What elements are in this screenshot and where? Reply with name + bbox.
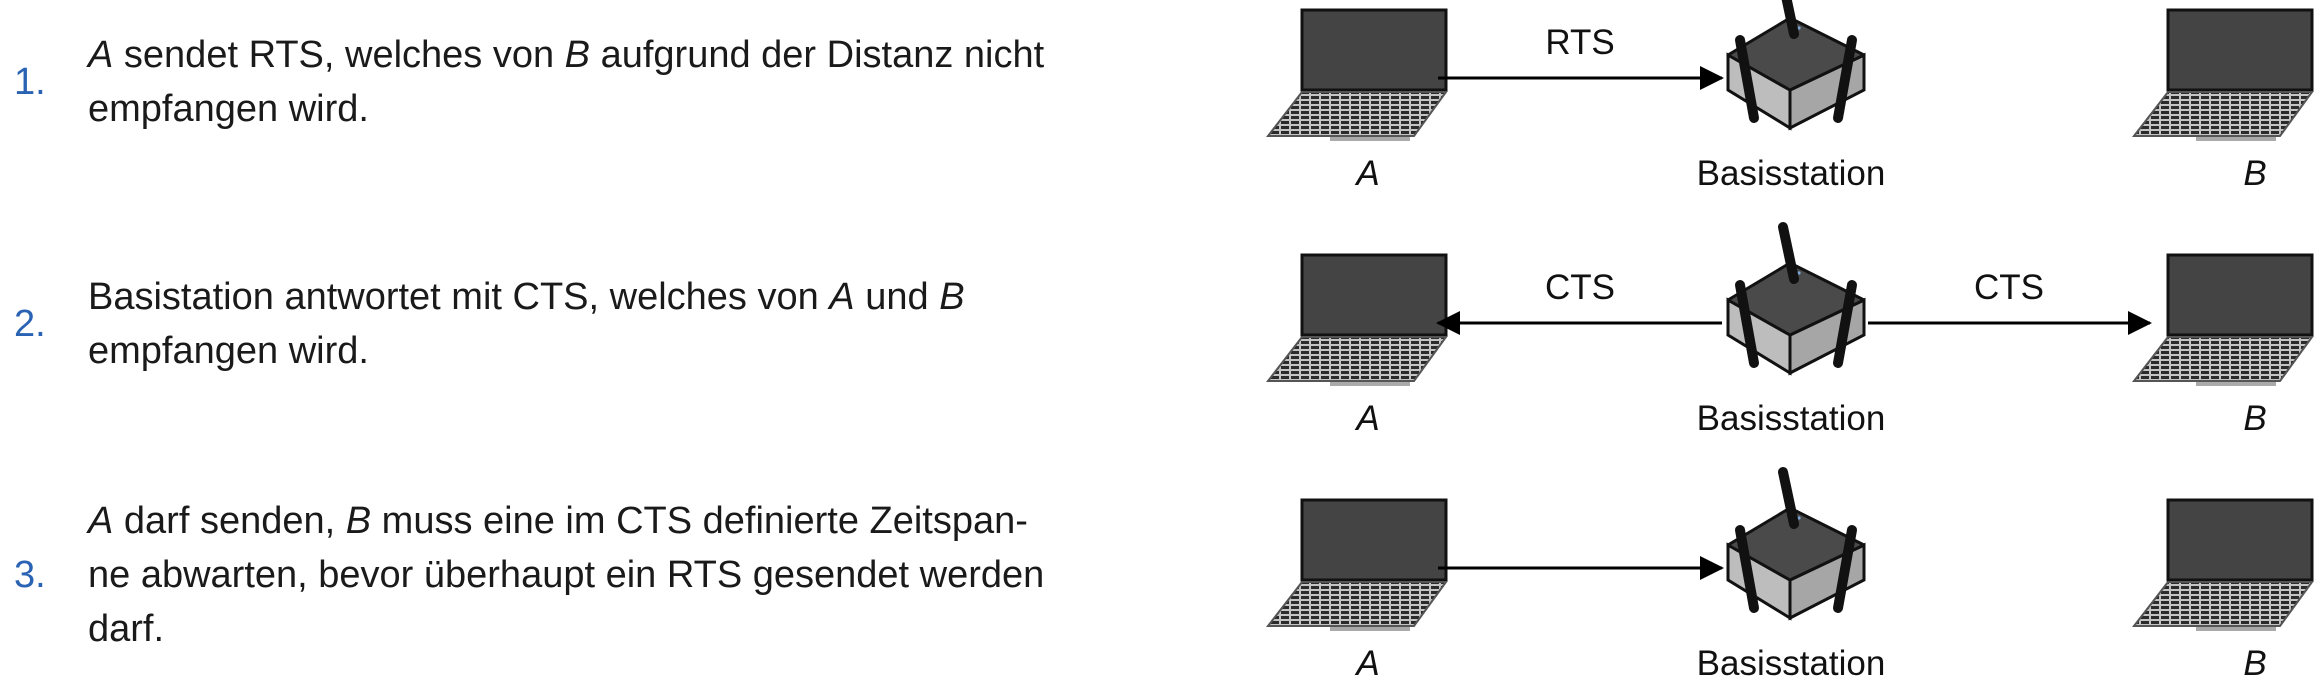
italic-term: A (829, 276, 855, 318)
text-run: empfangen wird. (88, 88, 369, 130)
laptop-screen (2166, 8, 2314, 92)
laptop-a (1265, 253, 1448, 386)
station-led (1797, 26, 1801, 30)
italic-term: A (88, 34, 114, 76)
laptop-b (2131, 253, 2314, 386)
antenna-top (1778, 467, 1799, 529)
laptop-base (2196, 627, 2276, 631)
base-station (1726, 222, 1866, 376)
laptop-base (2196, 137, 2276, 141)
label-a: A (1354, 644, 1379, 683)
antenna-top (1778, 222, 1799, 284)
laptop-base (1330, 627, 1410, 631)
laptop-base (2196, 382, 2276, 386)
step-number: 2. (14, 303, 46, 345)
laptop-base (1330, 137, 1410, 141)
label-b: B (2243, 644, 2266, 683)
laptop-keyboard (1265, 91, 1448, 137)
diagram-row-2: CTS CTS A Basisstation B (1265, 222, 2314, 438)
antenna-left (1735, 525, 1759, 613)
diagram-row-3: A Basisstation B (1265, 467, 2314, 683)
laptop-keyboard (1265, 336, 1448, 382)
laptop-b (2131, 8, 2314, 141)
step-text: A sendet RTS, welches von B aufgrund der… (88, 28, 1138, 136)
laptop-keyboard (2131, 91, 2314, 137)
laptop-keyboard (2131, 336, 2314, 382)
step-number: 1. (14, 61, 46, 103)
label-a: A (1354, 154, 1379, 193)
laptop-a (1265, 498, 1448, 631)
text-run: muss eine im CTS definierte Zeitspan- (371, 500, 1028, 542)
antenna-left (1735, 280, 1759, 368)
station-top (1726, 506, 1866, 582)
text-run: sendet RTS, welches von (113, 34, 565, 76)
text-run: aufgrund der Distanz nicht (590, 34, 1045, 76)
label-a: A (1354, 399, 1379, 438)
antenna-right (1833, 280, 1857, 368)
station-top (1726, 16, 1866, 92)
arrow-left: RTS (1438, 23, 1724, 90)
text-run: Basistation antwortet mit CTS, welches v… (88, 276, 830, 318)
italic-term: A (88, 500, 114, 542)
text-run: empfangen wird. (88, 330, 369, 372)
label-basisstation: Basisstation (1697, 399, 1886, 438)
laptop-screen (2166, 498, 2314, 582)
arrow-label: CTS (1545, 268, 1615, 307)
text-run: ne abwarten, bevor überhaupt ein RTS ges… (88, 554, 1045, 596)
arrow-label: CTS (1974, 268, 2044, 307)
diagram-row-1: RTS A Basisstation B (1265, 0, 2314, 193)
laptop-b (2131, 498, 2314, 631)
step-number: 3. (14, 554, 46, 596)
step-text: A darf senden, B muss eine im CTS defini… (88, 494, 1138, 656)
arrow-left: CTS (1436, 268, 1722, 335)
arrow-label: RTS (1545, 23, 1614, 62)
laptop-keyboard (1265, 581, 1448, 627)
laptop-screen (1300, 8, 1448, 92)
station-led (1797, 516, 1801, 520)
laptop-keyboard (2131, 581, 2314, 627)
label-basisstation: Basisstation (1697, 644, 1886, 683)
steps-list: 1. A sendet RTS, welches von B aufgrund … (0, 0, 1160, 700)
laptop-screen (1300, 498, 1448, 582)
step-text: Basistation antwortet mit CTS, welches v… (88, 270, 1138, 378)
text-run: und (854, 276, 940, 318)
antenna-right (1833, 35, 1857, 123)
antenna-left (1735, 35, 1759, 123)
arrow-right: CTS (1868, 268, 2152, 335)
text-run: darf senden, (113, 500, 346, 542)
laptop-base (1330, 382, 1410, 386)
antenna-top (1781, 0, 1799, 39)
station-top (1726, 261, 1866, 337)
italic-term: B (345, 500, 372, 542)
laptop-screen (1300, 253, 1448, 337)
label-basisstation: Basisstation (1697, 154, 1886, 193)
italic-term: B (939, 276, 965, 318)
text-run: darf. (88, 608, 165, 650)
label-b: B (2243, 399, 2266, 438)
laptop-a (1265, 8, 1448, 141)
laptop-screen (2166, 253, 2314, 337)
station-led (1797, 271, 1801, 275)
label-b: B (2243, 154, 2266, 193)
base-station (1726, 0, 1866, 131)
antenna-right (1833, 525, 1857, 613)
base-station (1726, 467, 1866, 621)
italic-term: B (564, 34, 591, 76)
